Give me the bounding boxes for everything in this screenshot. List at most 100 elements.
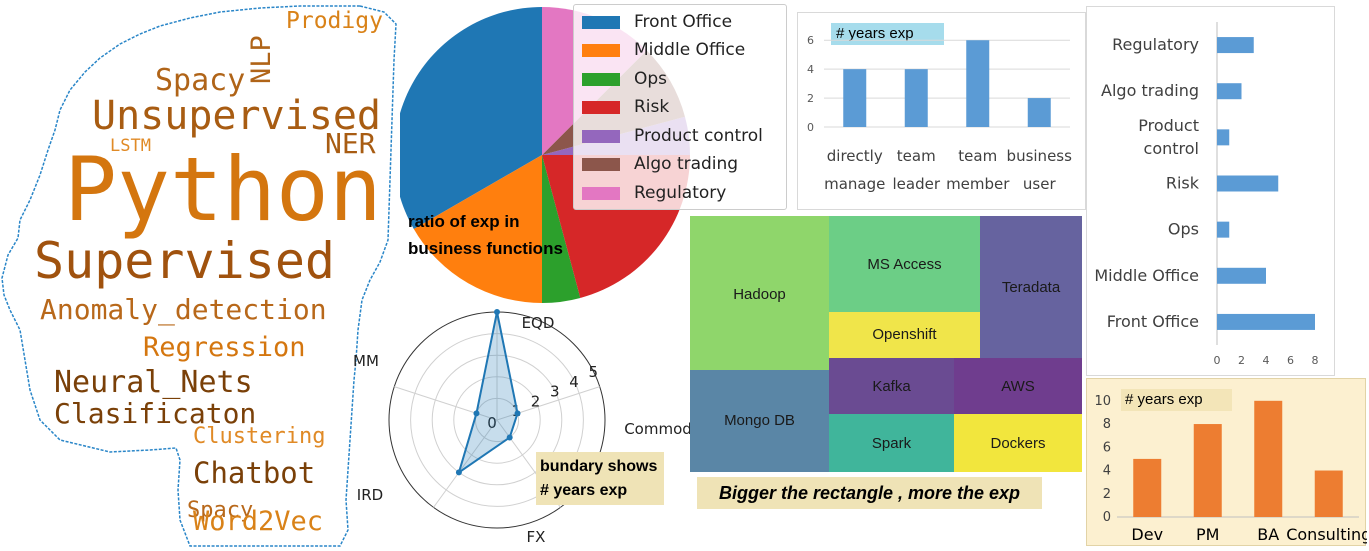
x-tick-label: 2: [1238, 354, 1245, 367]
y-tick-label: 4: [807, 63, 814, 76]
x-tick-label: team: [897, 147, 936, 165]
x-tick-label: 4: [1263, 354, 1270, 367]
treemap-cell: Kafka: [829, 358, 954, 414]
bar: [1217, 37, 1254, 54]
radar-annotation: bundary shows # years exp: [536, 452, 664, 505]
x-tick-label: 8: [1312, 354, 1319, 367]
bar: [1217, 267, 1266, 284]
radar-point: [494, 309, 500, 315]
word-spacy-large: Spacy: [155, 63, 246, 98]
treemap-cell: Openshift: [829, 312, 980, 358]
y-tick-label: Ops: [1168, 220, 1199, 239]
y-tick-label: 2: [1103, 487, 1111, 502]
radar-point: [455, 469, 462, 476]
role-chart-title: # years exp: [831, 23, 944, 45]
treemap-label: Hadoop: [733, 286, 786, 303]
legend-swatch: [582, 73, 620, 86]
y-tick-label: 10: [1094, 394, 1111, 409]
x-tick-label: Consulting: [1286, 525, 1367, 544]
x-tick-label: member: [946, 175, 1010, 193]
career-chart-title: # years exp: [1121, 389, 1232, 411]
word-spacy-small: Spacy: [187, 498, 254, 523]
legend-label: Ops: [634, 69, 668, 89]
radar-axis-label: FX: [527, 528, 546, 546]
treemap-label: MS Access: [867, 256, 942, 273]
word-nlp: NLP: [246, 35, 277, 84]
legend-swatch: [582, 44, 620, 57]
y-tick-label: 6: [807, 34, 814, 47]
word-ner: NER: [325, 127, 376, 160]
treemap-panel: Hadoop Mongo DB MS Access Openshift Tera…: [690, 216, 1082, 512]
x-tick-label: leader: [892, 175, 940, 193]
y-tick-label: 0: [807, 121, 814, 134]
word-python: Python: [64, 138, 382, 241]
bar: [1217, 83, 1242, 100]
head-silhouette-outline: [1, 5, 397, 547]
x-tick-label: Dev: [1131, 525, 1163, 544]
radar-axis-label: MM: [353, 352, 379, 370]
y-tick-label: Front Office: [1107, 312, 1199, 331]
y-tick-label: Algo trading: [1101, 81, 1199, 100]
bar: [1217, 175, 1279, 192]
radar-spoke: [394, 386, 498, 421]
radar-point: [506, 434, 513, 441]
pie-slice: [413, 155, 542, 303]
word-regression: Regression: [143, 332, 306, 363]
legend-label: Algo trading: [634, 154, 739, 174]
role-bar-chart: 0246directlymanageteamleaderteammemberbu…: [807, 34, 1073, 193]
bar: [1217, 221, 1230, 238]
pie-legend: Front Office Middle Office Ops Risk Prod…: [573, 4, 787, 210]
x-tick-label: BA: [1257, 525, 1279, 544]
word-prodigy: Prodigy: [286, 8, 383, 34]
pie-chart-panel: Front Office Middle Office Ops Risk Prod…: [400, 0, 795, 310]
bar: [966, 40, 990, 127]
bar: [1133, 458, 1162, 517]
legend-swatch: [582, 101, 620, 114]
y-tick-label: Risk: [1166, 174, 1200, 193]
treemap-label: Kafka: [872, 378, 911, 395]
radar-area: [457, 311, 519, 475]
pie-annotation: ratio of exp in business functions: [408, 212, 563, 258]
y-tick-label: 2: [807, 92, 814, 105]
treemap-cell: Teradata: [980, 216, 1082, 358]
treemap-cell: MS Access: [829, 216, 980, 312]
bar: [1027, 98, 1051, 127]
bar: [1193, 424, 1222, 517]
x-tick-label: 0: [1214, 354, 1221, 367]
legend-swatch: [582, 158, 620, 171]
x-tick-label: 6: [1287, 354, 1294, 367]
radar-tick-label: 4: [569, 373, 579, 391]
legend-swatch: [582, 187, 620, 200]
radar-axis-label: IRD: [357, 486, 383, 504]
radar-chart-panel: EQDCommodFXIRDMM012345 bundary shows # y…: [330, 308, 690, 551]
bar: [1217, 313, 1315, 330]
legend-label: Risk: [634, 97, 670, 117]
word-clasificaton: Clasificaton: [54, 397, 257, 430]
treemap-label: Teradata: [1001, 279, 1061, 296]
pie-slice: [542, 155, 581, 303]
y-tick-label: 8: [1103, 417, 1111, 432]
y-tick-label: Regulatory: [1112, 35, 1199, 54]
treemap-cell: Hadoop: [690, 216, 829, 370]
y-tick-label: Middle Office: [1094, 266, 1199, 285]
legend-swatch: [582, 16, 620, 29]
x-tick-label: manage: [824, 175, 885, 193]
x-tick-label: business: [1007, 147, 1073, 165]
x-tick-label: user: [1023, 175, 1057, 193]
word-supervised: Supervised: [34, 232, 336, 290]
treemap-cell: AWS: [954, 358, 1082, 414]
bar: [904, 69, 928, 127]
word-lstm: LSTM: [110, 136, 151, 156]
legend-swatch: [582, 130, 620, 143]
radar-tick-label: 0: [487, 414, 497, 432]
legend-label: Middle Office: [634, 40, 746, 60]
radar-axis-label: EQD: [522, 314, 555, 332]
treemap-cell: Mongo DB: [690, 370, 829, 472]
bar: [1217, 129, 1230, 146]
treemap-label: Spark: [871, 435, 912, 452]
radar-point: [514, 410, 521, 417]
word-word2vec: Word2Vec: [193, 506, 324, 537]
treemap-label: Openshift: [872, 326, 937, 343]
